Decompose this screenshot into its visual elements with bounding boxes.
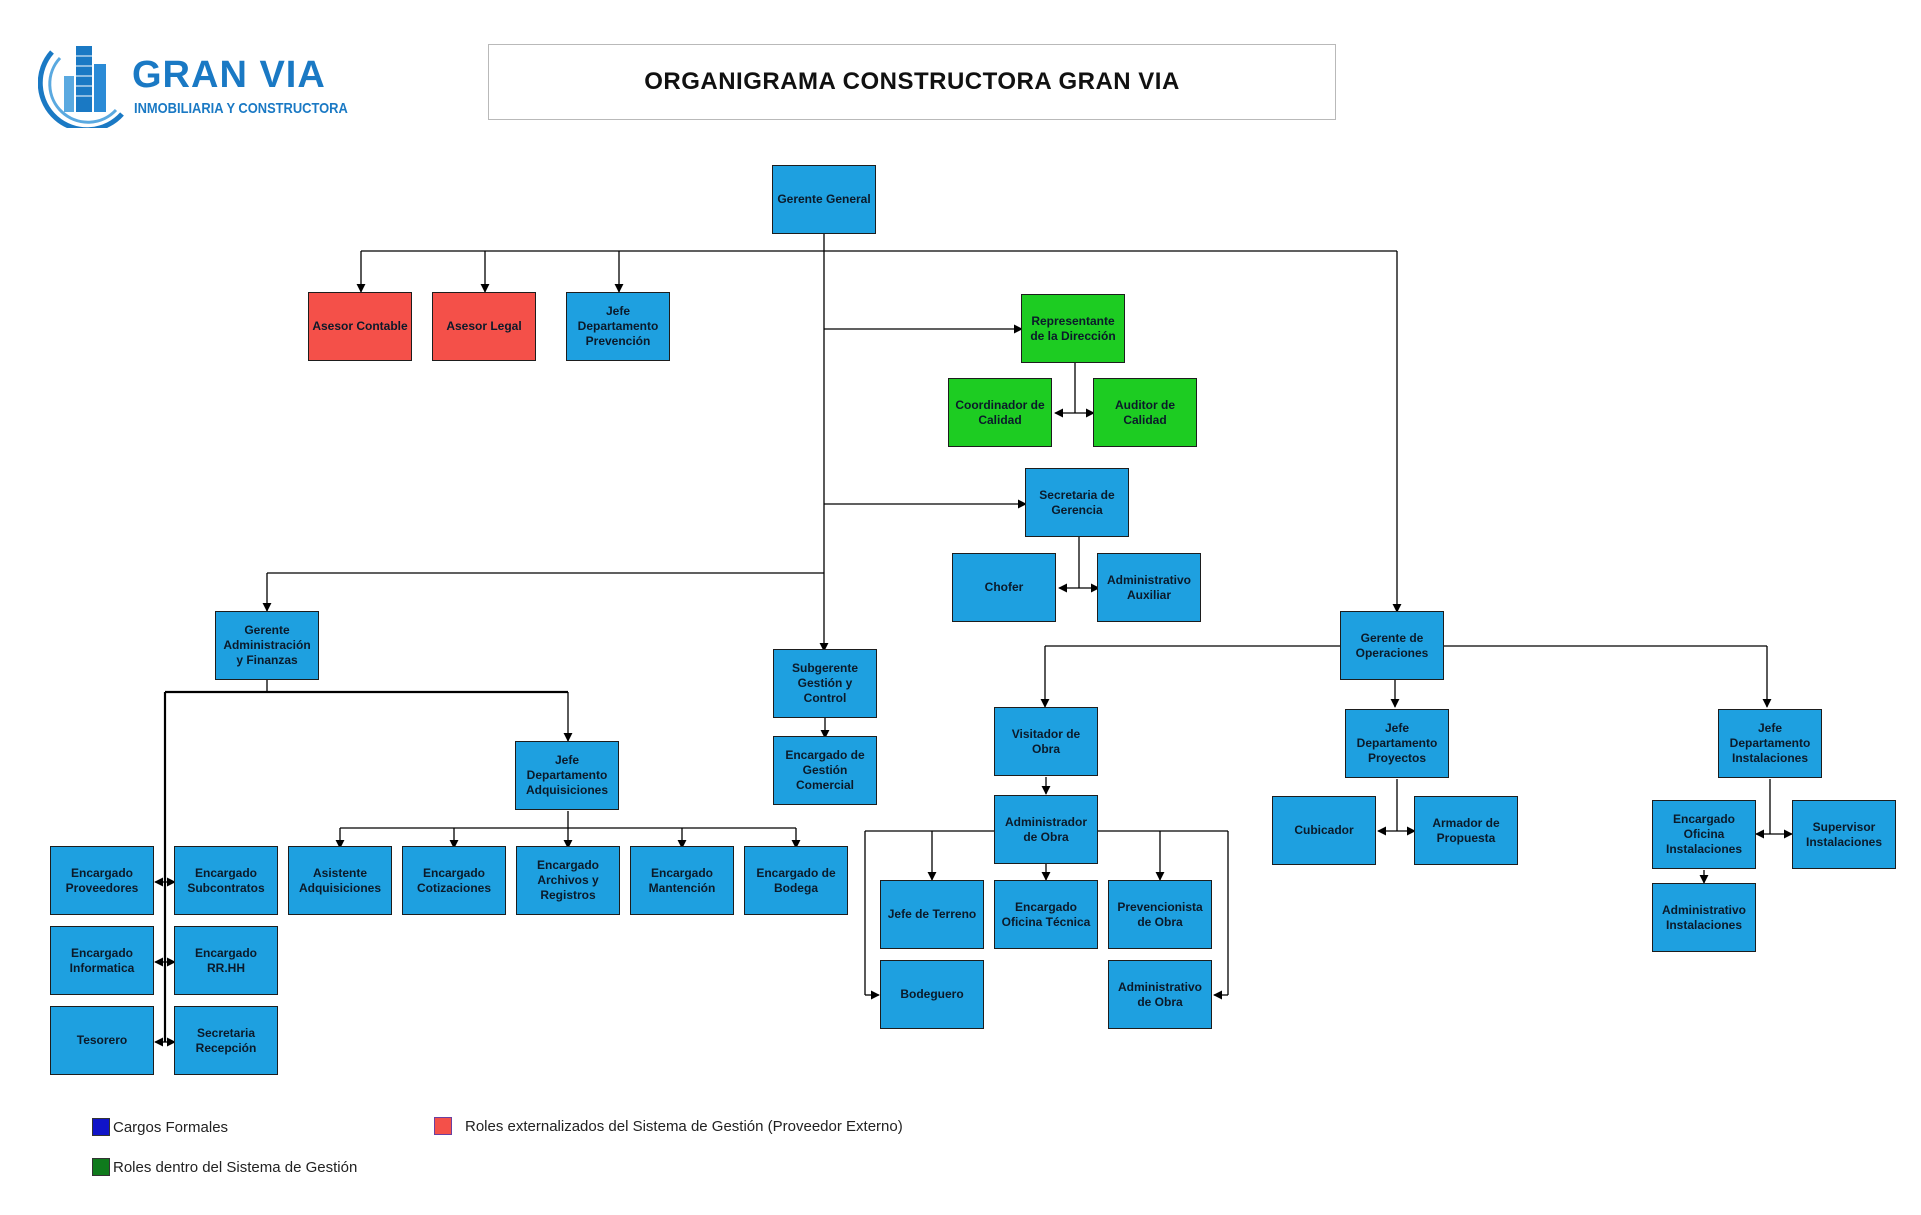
node-asesor-legal: Asesor Legal bbox=[432, 292, 536, 361]
node-encargado-rrhh: Encargado RR.HH bbox=[174, 926, 278, 995]
node-gerente-general: Gerente General bbox=[772, 165, 876, 234]
legend-label-formal: Cargos Formales bbox=[113, 1118, 229, 1136]
node-gerente-admin: Gerente Administración y Finanzas bbox=[215, 611, 319, 680]
node-tesorero: Tesorero bbox=[50, 1006, 154, 1075]
node-encargado-oficina-instalaciones: Encargado Oficina Instalaciones bbox=[1652, 800, 1756, 869]
legend-swatch-green bbox=[92, 1158, 110, 1176]
logo-name: GRAN VIA bbox=[132, 54, 326, 96]
legend-item-external: Roles externalizados del Sistema de Gest… bbox=[434, 1117, 903, 1135]
node-asesor-contable: Asesor Contable bbox=[308, 292, 412, 361]
node-jefe-adquisiciones: Jefe Departamento Adquisiciones bbox=[515, 741, 619, 810]
node-jefe-prevencion: Jefe Departamento Prevención bbox=[566, 292, 670, 361]
node-representante-direccion: Representante de la Dirección bbox=[1021, 294, 1125, 363]
company-logo: GRAN VIA INMOBILIARIA Y CONSTRUCTORA bbox=[38, 36, 348, 128]
logo-tagline: INMOBILIARIA Y CONSTRUCTORA bbox=[134, 100, 348, 117]
node-prevencionista-obra: Prevencionista de Obra bbox=[1108, 880, 1212, 949]
node-encargado-proveedores: Encargado Proveedores bbox=[50, 846, 154, 915]
node-secretaria-recepcion: Secretaria Recepción bbox=[174, 1006, 278, 1075]
node-encargado-oficina-tecnica: Encargado Oficina Técnica bbox=[994, 880, 1098, 949]
legend-label-management-system: Roles dentro del Sistema de Gestión bbox=[113, 1158, 358, 1176]
node-bodeguero: Bodeguero bbox=[880, 960, 984, 1029]
node-administrativo-auxiliar: Administrativo Auxiliar bbox=[1097, 553, 1201, 622]
node-encargado-mantencion: Encargado Mantención bbox=[630, 846, 734, 915]
node-encargado-gestion-comercial: Encargado de Gestión Comercial bbox=[773, 736, 877, 805]
legend-label-external: Roles externalizados del Sistema de Gest… bbox=[465, 1117, 903, 1135]
legend-swatch-blue bbox=[92, 1118, 110, 1136]
page-title: ORGANIGRAMA CONSTRUCTORA GRAN VIA bbox=[488, 44, 1336, 120]
node-coordinador-calidad: Coordinador de Calidad bbox=[948, 378, 1052, 447]
node-supervisor-instalaciones: Supervisor Instalaciones bbox=[1792, 800, 1896, 869]
legend-item-management-system: Roles dentro del Sistema de Gestión bbox=[92, 1158, 357, 1176]
legend-swatch-red bbox=[434, 1117, 452, 1135]
node-jefe-proyectos: Jefe Departamento Proyectos bbox=[1345, 709, 1449, 778]
node-encargado-cotizaciones: Encargado Cotizaciones bbox=[402, 846, 506, 915]
node-jefe-terreno: Jefe de Terreno bbox=[880, 880, 984, 949]
node-encargado-subcontratos: Encargado Subcontratos bbox=[174, 846, 278, 915]
node-subgerente-gestion: Subgerente Gestión y Control bbox=[773, 649, 877, 718]
legend-item-formal: Cargos Formales bbox=[92, 1118, 228, 1136]
node-gerente-operaciones: Gerente de Operaciones bbox=[1340, 611, 1444, 680]
node-visitador-obra: Visitador de Obra bbox=[994, 707, 1098, 776]
node-encargado-informatica: Encargado Informatica bbox=[50, 926, 154, 995]
node-encargado-bodega: Encargado de Bodega bbox=[744, 846, 848, 915]
building-icon bbox=[38, 46, 124, 128]
node-armador-propuesta: Armador de Propuesta bbox=[1414, 796, 1518, 865]
node-jefe-instalaciones: Jefe Departamento Instalaciones bbox=[1718, 709, 1822, 778]
node-cubicador: Cubicador bbox=[1272, 796, 1376, 865]
node-administrador-obra: Administrador de Obra bbox=[994, 795, 1098, 864]
node-secretaria-gerencia: Secretaria de Gerencia bbox=[1025, 468, 1129, 537]
node-administrativo-instalaciones: Administrativo Instalaciones bbox=[1652, 883, 1756, 952]
node-chofer: Chofer bbox=[952, 553, 1056, 622]
node-encargado-archivos: Encargado Archivos y Registros bbox=[516, 846, 620, 915]
node-administrativo-obra: Administrativo de Obra bbox=[1108, 960, 1212, 1029]
node-auditor-calidad: Auditor de Calidad bbox=[1093, 378, 1197, 447]
node-asistente-adquisiciones: Asistente Adquisiciones bbox=[288, 846, 392, 915]
